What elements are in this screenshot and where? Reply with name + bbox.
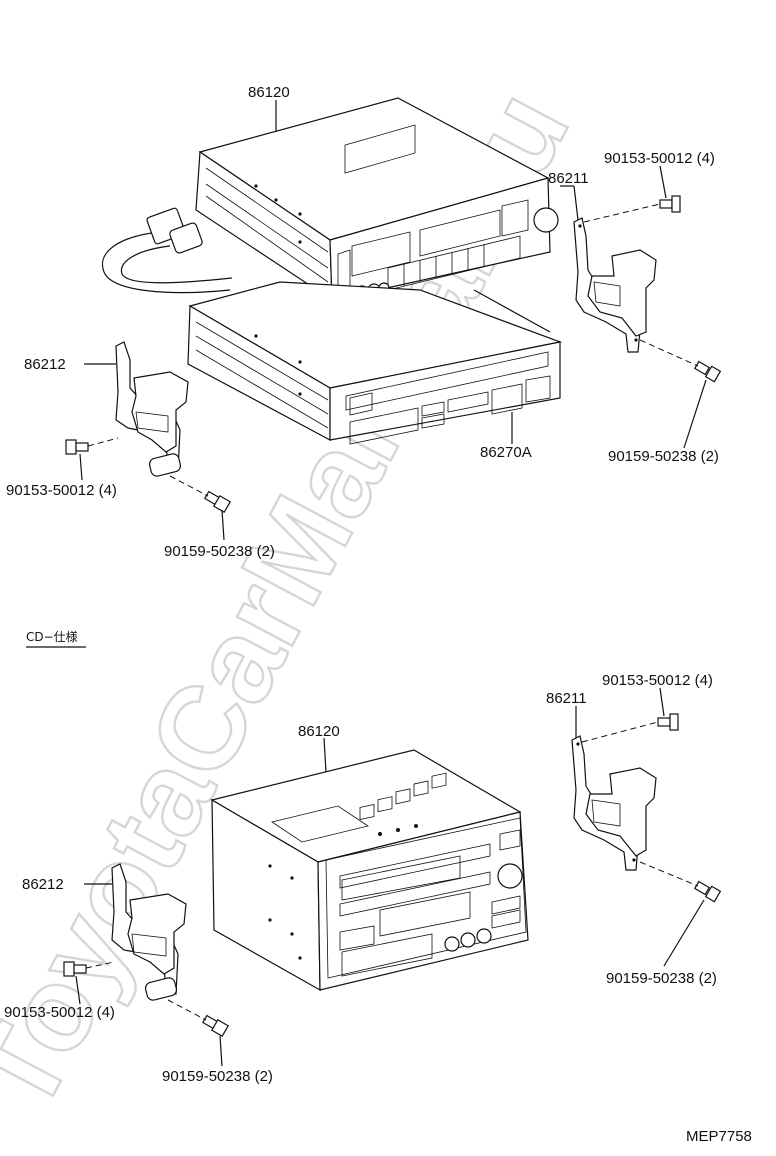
label-screw-top-right-lower: 90153-50012 (4) (602, 672, 713, 689)
label-86120-lower: 86120 (298, 723, 340, 740)
label-screw-bottom-left-lower: 90159-50238 (2) (162, 1068, 273, 1085)
lower-assembly: CD−仕様 (4, 630, 722, 1085)
screw-lower-left (63, 961, 115, 977)
label-screw-bottom-right: 90159-50238 (2) (608, 448, 719, 465)
wire-harness (101, 207, 233, 294)
label-86120: 86120 (248, 84, 290, 101)
label-86211: 86211 (548, 170, 589, 187)
label-screw-top-right: 90153-50012 (4) (604, 150, 715, 167)
section-title-cd-spec: CD−仕様 (26, 630, 78, 644)
label-86270A: 86270A (480, 444, 532, 461)
left-bracket-lower (111, 863, 187, 1001)
screw-lower-right-top (581, 713, 679, 743)
screw-upper-right-bottom (639, 339, 722, 383)
label-86212-lower: 86212 (22, 876, 64, 893)
screw-upper-bottom (169, 475, 232, 514)
label-screw-bottom-right-lower: 90159-50238 (2) (606, 970, 717, 987)
figure-code: MEP7758 (686, 1128, 752, 1145)
radio-cassette-unit (210, 749, 529, 992)
label-screw-left-lower: 90153-50012 (4) (4, 1004, 115, 1021)
screw-lower-right-bottom (639, 861, 722, 903)
screw-upper-right-top (583, 195, 681, 223)
label-screw-bottom-left: 90159-50238 (2) (164, 543, 275, 560)
cd-player-unit (187, 281, 563, 445)
screw-upper-left (65, 437, 119, 455)
radio-head-unit (195, 97, 559, 303)
upper-assembly: 86120 86211 90153-50012 (4) 86212 86270A… (6, 84, 722, 560)
right-bracket-lower (571, 735, 657, 871)
label-86211-lower: 86211 (546, 690, 587, 707)
label-screw-left: 90153-50012 (4) (6, 482, 117, 499)
screw-lower-bottom (167, 999, 230, 1038)
left-bracket (115, 341, 189, 477)
right-bracket (573, 217, 657, 353)
label-86212: 86212 (24, 356, 66, 373)
